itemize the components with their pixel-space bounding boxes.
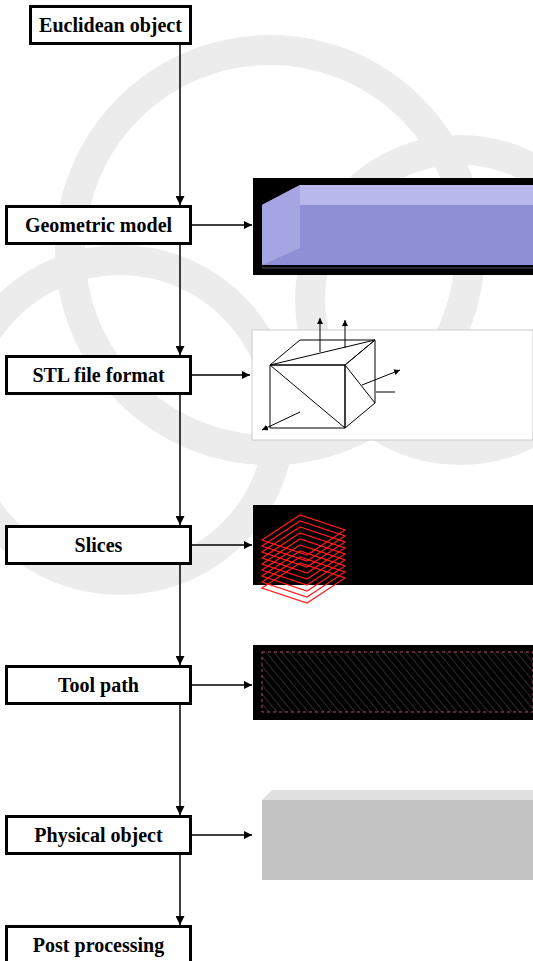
slices-image <box>253 505 533 603</box>
flow-arrow <box>179 705 181 815</box>
flow-arrow <box>179 565 181 665</box>
box-label: Tool path <box>58 674 139 696</box>
process-box: Physical object <box>5 815 192 855</box>
process-box: Slices <box>5 525 192 565</box>
process-box: Post processing <box>5 925 192 961</box>
flow-arrow <box>179 855 181 925</box>
geometric-model-image <box>253 178 533 275</box>
box-label: Geometric model <box>25 214 172 236</box>
physical-object-image <box>262 790 533 880</box>
box-label: STL file format <box>32 364 164 386</box>
flow-arrow <box>179 245 181 355</box>
process-box: Geometric model <box>5 205 192 245</box>
process-box: STL file format <box>5 355 192 395</box>
box-label: Physical object <box>34 824 162 846</box>
tool-path-image <box>253 645 533 720</box>
box-label: Slices <box>75 534 123 556</box>
process-box: Euclidean object <box>29 5 192 45</box>
box-label: Euclidean object <box>39 14 182 36</box>
process-box: Tool path <box>5 665 192 705</box>
box-label: Post processing <box>33 934 164 956</box>
watermark <box>0 50 533 580</box>
illustration-arrows <box>192 225 252 835</box>
flow-arrow <box>179 395 181 525</box>
stl-image <box>252 318 533 440</box>
flow-arrow <box>179 45 181 205</box>
